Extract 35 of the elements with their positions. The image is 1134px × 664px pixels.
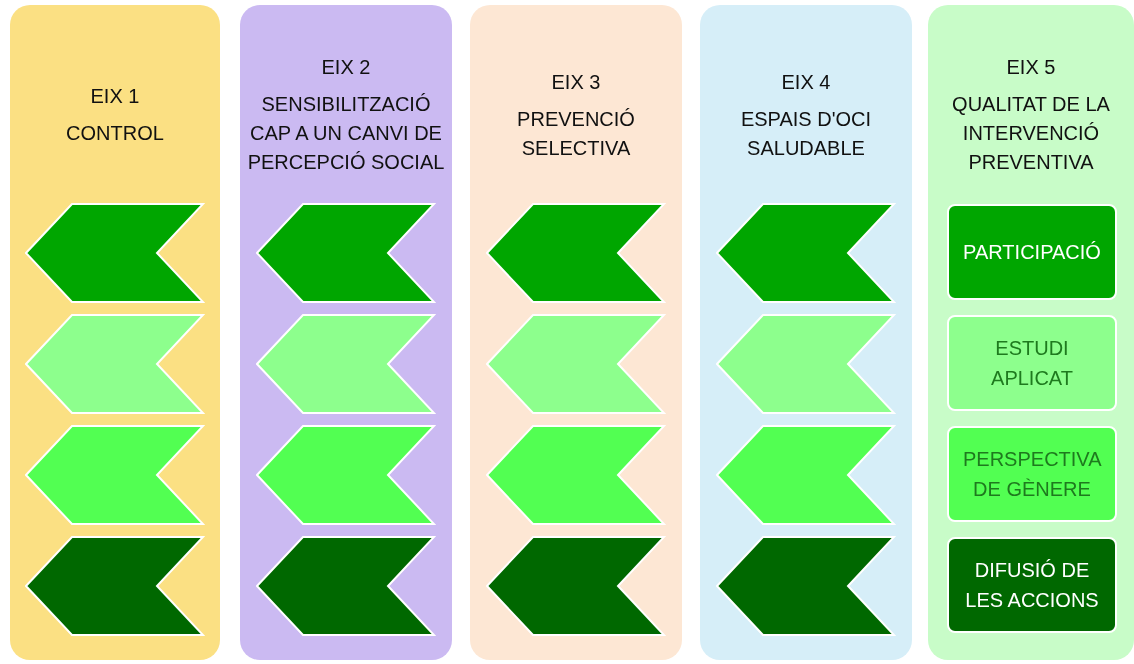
chevron-shape	[25, 536, 205, 636]
chevron-shape	[25, 425, 205, 525]
chevron-shape	[25, 314, 205, 414]
heading-text: ESPAIS D'OCI SALUDABLE	[739, 106, 873, 161]
label-box: DIFUSIÓ DE LES ACCIONS	[947, 537, 1117, 633]
heading-text: EIX 2	[321, 55, 371, 80]
heading-text: EIX 1	[90, 84, 140, 109]
column-panel	[928, 5, 1134, 660]
chevron-shape	[256, 536, 436, 636]
chevron-shape	[486, 425, 666, 525]
column-panel	[240, 5, 452, 660]
chevron-shape	[256, 203, 436, 303]
heading-text: EIX 5	[1006, 55, 1056, 80]
column-panel	[470, 5, 682, 660]
heading-text: QUALITAT DE LA INTERVENCIÓ PREVENTIVA	[951, 92, 1111, 175]
label-box: PARTICIPACIÓ	[947, 204, 1117, 300]
chevron-shape	[256, 314, 436, 414]
heading-text: EIX 4	[781, 69, 831, 95]
chevron-shape	[716, 536, 896, 636]
column-panel	[700, 5, 912, 660]
chevron-shape	[486, 536, 666, 636]
chevron-shape	[716, 425, 896, 525]
heading-text: EIX 3	[551, 69, 601, 95]
chevron-shape	[486, 314, 666, 414]
label-box: ESTUDI APLICAT	[947, 315, 1117, 411]
chevron-shape	[716, 314, 896, 414]
chevron-shape	[716, 203, 896, 303]
label-box: PERSPECTIVA DE GÈNERE	[947, 426, 1117, 522]
column-panel	[10, 5, 220, 660]
chevron-shape	[486, 203, 666, 303]
chevron-shape	[256, 425, 436, 525]
heading-text: SENSIBILITZACIÓ CAP A UN CANVI DE PERCEPCIÓ SOCIAL	[246, 92, 446, 175]
heading-text: PREVENCIÓ SELECTIVA	[516, 106, 636, 161]
chevron-shape	[25, 203, 205, 303]
heading-text: CONTROL	[66, 121, 164, 146]
